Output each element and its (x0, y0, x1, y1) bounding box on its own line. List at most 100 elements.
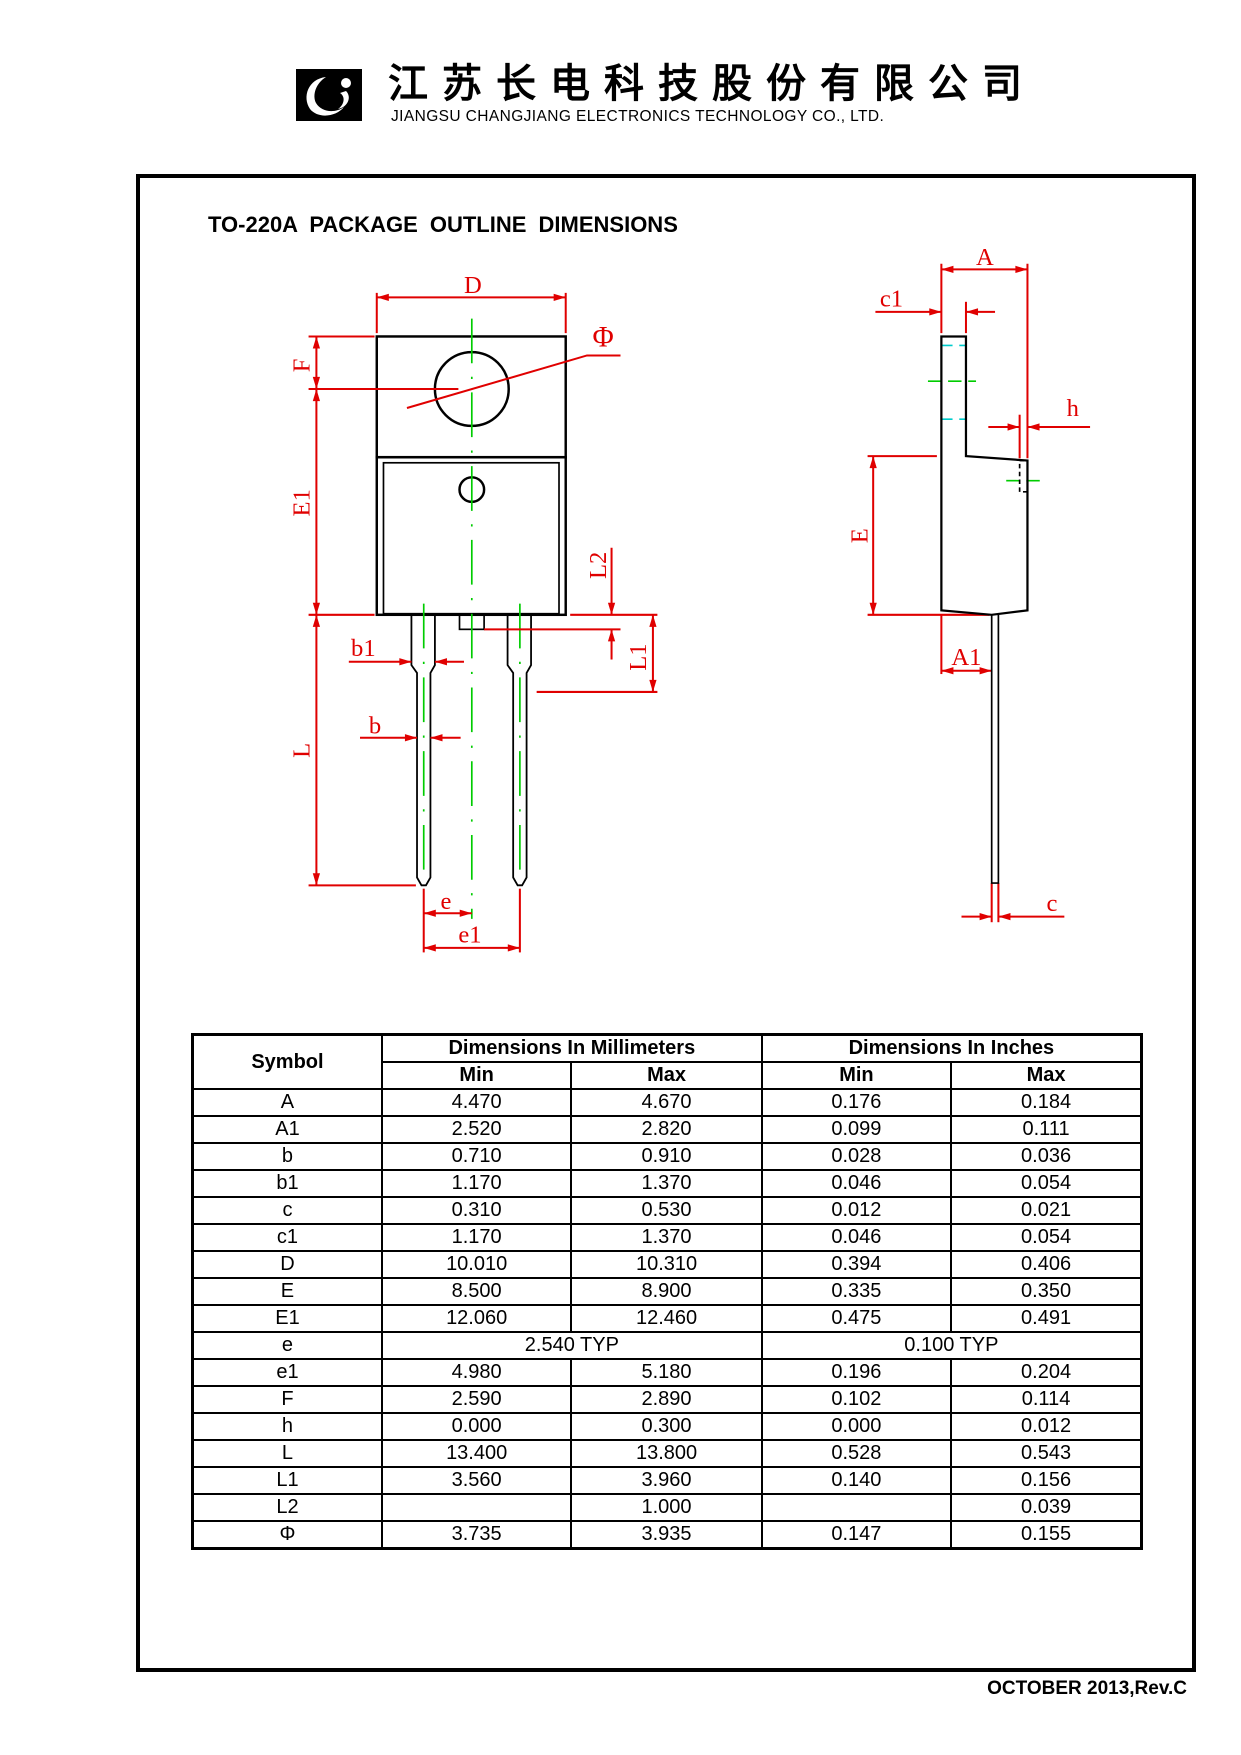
header-inches: Dimensions In Inches (760, 1033, 1143, 1063)
mm-max-cell: 3.935 (570, 1520, 763, 1550)
in-min-cell: 0.046 (760, 1223, 953, 1252)
mm-max-cell: 13.800 (570, 1439, 763, 1468)
dim-label-c1: c1 (880, 285, 903, 312)
symbol-cell: L (191, 1439, 383, 1468)
dimension-lines (308, 263, 1091, 953)
in-typ-cell: 0.100 TYP (760, 1331, 1143, 1360)
mm-max-cell: 0.300 (570, 1412, 763, 1441)
company-logo-icon (296, 69, 362, 121)
in-max-cell: 0.155 (950, 1520, 1143, 1550)
mm-max-cell: 1.370 (570, 1223, 763, 1252)
in-min-cell: 0.102 (760, 1385, 953, 1414)
dim-label-A1: A1 (951, 644, 981, 671)
dim-label-L: L (289, 743, 316, 758)
header-in-max: Max (950, 1061, 1143, 1090)
in-max-cell: 0.114 (950, 1385, 1143, 1414)
in-max-cell: 0.543 (950, 1439, 1143, 1468)
mm-min-cell: 2.590 (380, 1385, 573, 1414)
in-min-cell: 0.196 (760, 1358, 953, 1387)
in-min-cell: 0.147 (760, 1520, 953, 1550)
in-max-cell: 0.054 (950, 1223, 1143, 1252)
in-max-cell: 0.406 (950, 1250, 1143, 1279)
dim-label-h: h (1067, 395, 1079, 422)
in-min-cell: 0.000 (760, 1412, 953, 1441)
symbol-cell: e1 (191, 1358, 383, 1387)
dim-label-D: D (464, 272, 482, 299)
mm-min-cell: 1.170 (380, 1223, 573, 1252)
mm-min-cell: 4.470 (380, 1088, 573, 1117)
mm-min-cell: 8.500 (380, 1277, 573, 1306)
dim-label-L1: L1 (625, 643, 652, 670)
dim-label-e1: e1 (458, 921, 481, 948)
dim-label-E1: E1 (289, 489, 316, 516)
mm-min-cell: 0.710 (380, 1142, 573, 1171)
in-min-cell: 0.176 (760, 1088, 953, 1117)
header-mm: Dimensions In Millimeters (380, 1033, 763, 1063)
front-view (375, 335, 567, 887)
in-max-cell: 0.021 (950, 1196, 1143, 1225)
symbol-cell: E1 (191, 1304, 383, 1333)
company-name-chinese: 江苏长电科技股份有限公司 (388, 60, 1036, 107)
dim-label-E: E (847, 528, 874, 543)
mm-min-cell: 12.060 (380, 1304, 573, 1333)
dim-label-L2: L2 (585, 552, 612, 579)
mm-min-cell: 3.735 (380, 1520, 573, 1550)
dim-label-b1: b1 (351, 635, 376, 662)
mm-max-cell: 4.670 (570, 1088, 763, 1117)
dim-label-b: b (369, 712, 381, 739)
mm-max-cell: 3.960 (570, 1466, 763, 1495)
in-max-cell: 0.036 (950, 1142, 1143, 1171)
header-mm-min: Min (380, 1061, 573, 1090)
in-max-cell: 0.054 (950, 1169, 1143, 1198)
symbol-cell: h (191, 1412, 383, 1441)
symbol-cell: E (191, 1277, 383, 1306)
side-view (940, 335, 1029, 884)
drawing-frame (136, 174, 1196, 1672)
header-in-min: Min (760, 1061, 953, 1090)
symbol-cell: e (191, 1331, 383, 1360)
mm-max-cell: 10.310 (570, 1250, 763, 1279)
header-mm-max: Max (570, 1061, 763, 1090)
symbol-cell: A1 (191, 1115, 383, 1144)
mm-min-cell: 0.000 (380, 1412, 573, 1441)
in-min-cell: 0.140 (760, 1466, 953, 1495)
mm-max-cell: 2.890 (570, 1385, 763, 1414)
symbol-cell: D (191, 1250, 383, 1279)
in-max-cell: 0.039 (950, 1493, 1143, 1522)
dimensions-table: Symbol Dimensions In Millimeters Dimensi… (191, 1033, 1143, 1550)
mm-max-cell: 8.900 (570, 1277, 763, 1306)
mm-max-cell: 0.530 (570, 1196, 763, 1225)
dim-label-F: F (289, 359, 316, 373)
dim-label-c: c (1046, 890, 1057, 917)
in-min-cell: 0.046 (760, 1169, 953, 1198)
symbol-cell: F (191, 1385, 383, 1414)
mm-min-cell (380, 1493, 573, 1522)
symbol-cell: A (191, 1088, 383, 1117)
in-max-cell: 0.350 (950, 1277, 1143, 1306)
symbol-cell: b1 (191, 1169, 383, 1198)
in-max-cell: 0.012 (950, 1412, 1143, 1441)
dim-label-e: e (440, 888, 451, 915)
company-name-english: JIANGSU CHANGJIANG ELECTRONICS TECHNOLOG… (391, 108, 885, 125)
symbol-cell: b (191, 1142, 383, 1171)
centerlines (422, 318, 1042, 919)
mm-typ-cell: 2.540 TYP (380, 1331, 763, 1360)
mm-max-cell: 1.370 (570, 1169, 763, 1198)
header-symbol: Symbol (191, 1033, 383, 1090)
symbol-cell: c (191, 1196, 383, 1225)
mm-min-cell: 10.010 (380, 1250, 573, 1279)
in-max-cell: 0.204 (950, 1358, 1143, 1387)
